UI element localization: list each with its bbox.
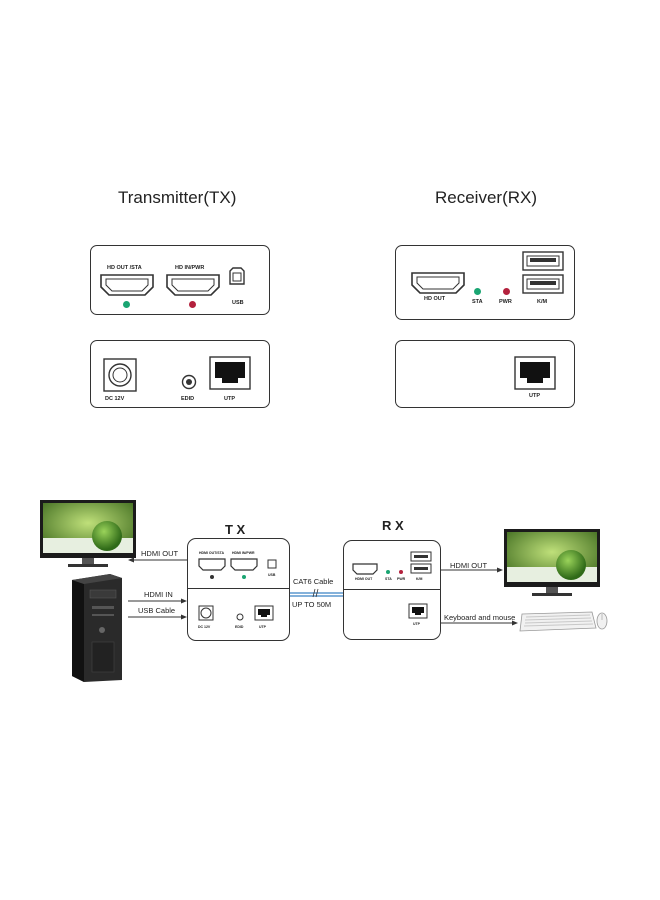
- rx-mini-utp-label: UTP: [413, 622, 420, 626]
- tx-back-panel: DC 12V EDID UTP: [90, 340, 270, 408]
- rx-pwr-label: PWR: [499, 299, 512, 305]
- tx-front-panel: HD OUT /STA HD IN/PWR USB: [90, 245, 270, 315]
- sta-led-green: [386, 570, 390, 574]
- mouse-icon: [596, 612, 608, 630]
- rj45-port-icon: [408, 603, 428, 619]
- tx-hd-in-pwr-label: HD IN/PWR: [175, 265, 205, 271]
- tx-mini-hd-out-label: HDMI OUT/STA: [199, 551, 225, 555]
- rx-mini-divider: [343, 589, 441, 590]
- receiver-title: Receiver(RX): [435, 188, 538, 207]
- tx-mini-utp-label: UTP: [259, 625, 266, 629]
- pc-tower-icon: [72, 574, 122, 682]
- pwr-led-red: [399, 570, 403, 574]
- tx-usb-label: USB: [232, 300, 244, 306]
- sta-led: [210, 575, 214, 579]
- dc-power-jack-icon: [198, 605, 214, 621]
- usb-a-ports-icon: [410, 551, 432, 574]
- transmitter-title: Transmitter(TX): [118, 188, 237, 207]
- right-monitor-icon: [504, 529, 600, 596]
- rj45-port-icon: [209, 356, 251, 390]
- hdmi-port-icon: [100, 274, 154, 296]
- tx-dc-label: DC 12V: [105, 396, 125, 402]
- hdmi-port-icon: [352, 563, 378, 575]
- pwr-led-red: [503, 288, 510, 295]
- hdmi-port-icon: [198, 558, 226, 571]
- hdmi-port-icon: [166, 274, 220, 296]
- rx-mini-box: HDMI OUT STA PWR K/M UTP: [343, 540, 441, 640]
- tx-edid-label: EDID: [181, 396, 195, 402]
- hdmi-in-label: HDMI IN: [144, 590, 173, 599]
- tx-mini-label: T X: [225, 522, 246, 537]
- rj45-port-icon: [514, 356, 556, 390]
- rx-back-panel: UTP: [395, 340, 575, 408]
- rx-km-label: K/M: [537, 299, 548, 305]
- tx-mini-edid-label: EDID: [235, 625, 244, 629]
- keyboard-icon: [519, 611, 597, 632]
- rx-front-panel: HD OUT STA PWR K/M: [395, 245, 575, 320]
- edid-button-icon: [181, 374, 197, 390]
- usb-cable-label: USB Cable: [138, 606, 176, 615]
- tx-mini-divider: [187, 588, 290, 589]
- edid-button-icon: [236, 613, 244, 621]
- rx-sta-label: STA: [472, 299, 483, 305]
- pwr-led: [242, 575, 246, 579]
- sta-led-green: [474, 288, 481, 295]
- tx-mini-usb-label: USB: [268, 573, 276, 577]
- rx-mini-km-label: K/M: [416, 577, 423, 581]
- rx-mini-sta-label: STA: [385, 577, 392, 581]
- cat6-cable-label: CAT6 Cable: [293, 577, 334, 586]
- left-monitor-icon: [40, 500, 136, 567]
- hdmi-out-left-label: HDMI OUT: [141, 549, 179, 558]
- tx-hd-out-sta-label: HD OUT /STA: [107, 265, 142, 271]
- usb-a-ports-icon: [522, 251, 564, 294]
- hdmi-out-right-label: HDMI OUT: [450, 561, 488, 570]
- tx-mini-box: HDMI OUT/STA HDMI IN/PWR USB DC 12V EDID…: [187, 538, 290, 641]
- dc-power-jack-icon: [103, 358, 137, 392]
- tx-utp-label: UTP: [224, 396, 235, 402]
- usb-b-port-icon: [229, 267, 245, 285]
- rx-utp-label: UTP: [529, 393, 540, 399]
- rj45-port-icon: [254, 605, 274, 621]
- keyboard-mouse-label: Keyboard and mouse: [444, 613, 516, 622]
- up-to-label: UP TO 50M: [292, 600, 332, 609]
- hdmi-port-icon: [411, 272, 465, 294]
- pwr-led-red: [189, 301, 196, 308]
- tx-mini-dc-label: DC 12V: [198, 625, 211, 629]
- rx-mini-hd-out-label: HDMI OUT: [355, 577, 373, 581]
- sta-led-green: [123, 301, 130, 308]
- rx-hd-out-label: HD OUT: [424, 296, 446, 302]
- hdmi-port-icon: [230, 558, 258, 571]
- rx-mini-pwr-label: PWR: [397, 577, 406, 581]
- tx-mini-hd-in-label: HDMI IN/PWR: [232, 551, 255, 555]
- usb-b-port-icon: [267, 559, 277, 569]
- rx-mini-label: R X: [382, 518, 404, 533]
